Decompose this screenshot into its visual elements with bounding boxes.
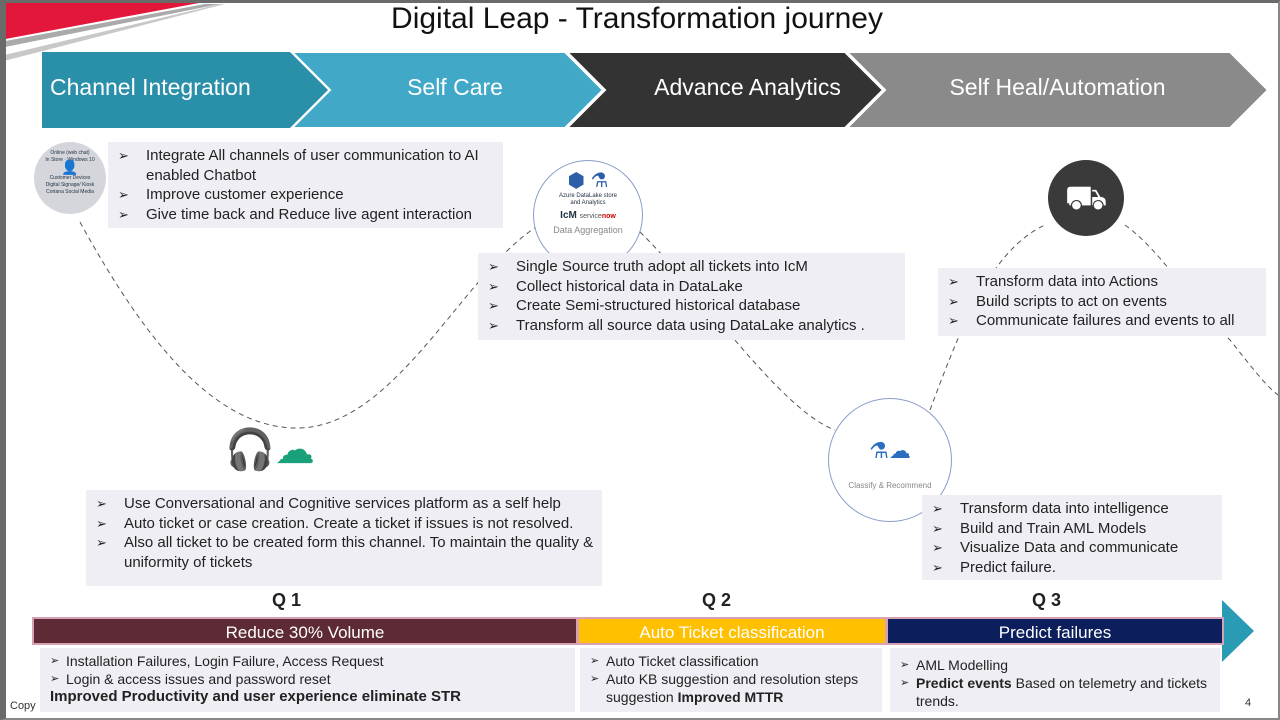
data-aggregation-caption: Data Aggregation — [553, 225, 623, 235]
bullet: Create Semi-structured historical databa… — [486, 296, 897, 316]
channel-label: Digital Signage/ Kiosk — [45, 182, 95, 188]
channel-label: Devices — [72, 175, 91, 181]
bullet: Auto KB suggestion and resolution steps … — [606, 671, 859, 705]
channel-label: Cortana — [46, 189, 64, 195]
data-aggregation-icon: ⬢ ⚗ Azure DataLake store and Analytics I… — [533, 160, 643, 270]
channel-label: Customer — [49, 175, 72, 181]
quarter-label-q1: Q 1 — [272, 590, 302, 610]
stage-label-self-heal: Self Heal/Automation — [949, 74, 1166, 100]
q1-outcome: Improved Productivity and user experienc… — [50, 688, 461, 705]
gray-corner-band — [0, 4, 220, 48]
stage-label-advance-analytics: Advance Analytics — [654, 74, 841, 100]
bullet: Transform data into Actions — [946, 272, 1258, 292]
self-care-box: Use Conversational and Cognitive service… — [86, 490, 602, 586]
chevron-self-care — [289, 51, 605, 129]
bullet: Based on telemetry and tickets trends. — [916, 675, 1208, 709]
channel-label: Windows 10 — [67, 157, 95, 163]
datalake-label: Azure DataLake store and Analytics — [558, 193, 618, 206]
person-icon: 👤 — [61, 159, 79, 175]
q3-details: AML Modelling Predict events Based on te… — [890, 648, 1220, 712]
q1-details: Installation Failures, Login Failure, Ac… — [40, 648, 575, 712]
bullet: Login & access issues and password reset — [50, 670, 565, 688]
chevron-self-heal — [844, 51, 1270, 129]
bullet: Communicate failures and events to all — [946, 311, 1258, 331]
quarter-label-q2: Q 2 — [702, 590, 732, 610]
bullet: Auto ticket or case creation. Create a t… — [94, 514, 594, 534]
page-number: 4 — [1245, 697, 1252, 709]
goal-bar-q1: Reduce 30% Volume — [32, 617, 578, 645]
classify-caption: Classify & Recommend — [848, 481, 932, 490]
bullet: Transform all source data using DataLake… — [486, 316, 897, 336]
datalake-icon: ⬢ ⚗ — [567, 170, 609, 192]
stage-label-channel-integration: Channel Integration — [50, 74, 251, 100]
q2-details: Auto Ticket classification Auto KB sugge… — [580, 648, 882, 712]
bullet: Improve customer experience — [116, 185, 495, 205]
bullet: Also all ticket to be created form this … — [94, 533, 594, 572]
chevron-advance-analytics — [564, 51, 885, 129]
copyright-text: Copy — [10, 700, 36, 712]
channel-label: Social Media — [65, 189, 94, 195]
chevron-channel-integration — [42, 52, 328, 128]
bullet: Use Conversational and Cognitive service… — [94, 494, 594, 514]
channel-label: In Store — [45, 157, 63, 163]
analytics-box: Transform data into intelligenceBuild an… — [922, 495, 1222, 580]
bullet: Collect historical data in DataLake — [486, 277, 897, 297]
goal-bar-q3: Predict failures — [886, 617, 1224, 645]
timeline-arrow-head — [1222, 600, 1254, 662]
q2-outcome: Improved MTTR — [677, 689, 784, 705]
bullet: Integrate All channels of user communica… — [116, 146, 495, 185]
journey-dashed-curve — [79, 221, 1279, 431]
bullet: Auto Ticket classification — [590, 652, 872, 670]
bullet: Installation Failures, Login Failure, Ac… — [50, 652, 565, 670]
connected-truck-icon: ⛟ — [1048, 160, 1124, 236]
channel-integration-box: Integrate All channels of user communica… — [108, 142, 503, 228]
bullet: Transform data into intelligence — [930, 499, 1214, 519]
channel-label: Online (web chat) — [50, 150, 90, 156]
bullet: Build scripts to act on events — [946, 292, 1258, 312]
bullet: Single Source truth adopt all tickets in… — [486, 257, 897, 277]
slide-title: Digital Leap - Transformation journey — [391, 2, 883, 35]
bullet: AML Modelling — [900, 656, 1210, 674]
bullet: Give time back and Reduce live agent int… — [116, 205, 495, 225]
chatbot-brain-icon: 🎧☁ — [225, 428, 315, 472]
goal-bar-q2: Auto Ticket classification — [577, 617, 887, 645]
channels-icon: Online (web chat) In Store · Windows 10 … — [34, 142, 106, 214]
bullet: Visualize Data and communicate — [930, 538, 1214, 558]
red-corner-band — [0, 0, 215, 40]
data-aggregation-box: Single Source truth adopt all tickets in… — [478, 253, 905, 340]
quarter-label-q3: Q 3 — [1032, 590, 1062, 610]
bullet: Predict failure. — [930, 558, 1214, 578]
self-heal-box: Transform data into ActionsBuild scripts… — [938, 268, 1266, 336]
ml-cloud-icon: ⚗☁ — [869, 438, 911, 463]
stage-label-self-care: Self Care — [407, 74, 503, 100]
servicenow-logo: service — [579, 213, 602, 220]
q3-bold: Predict events — [916, 675, 1012, 691]
bullet: Build and Train AML Models — [930, 519, 1214, 539]
icm-logo: IcM — [560, 210, 577, 221]
servicenow-logo-now: now — [601, 213, 616, 220]
